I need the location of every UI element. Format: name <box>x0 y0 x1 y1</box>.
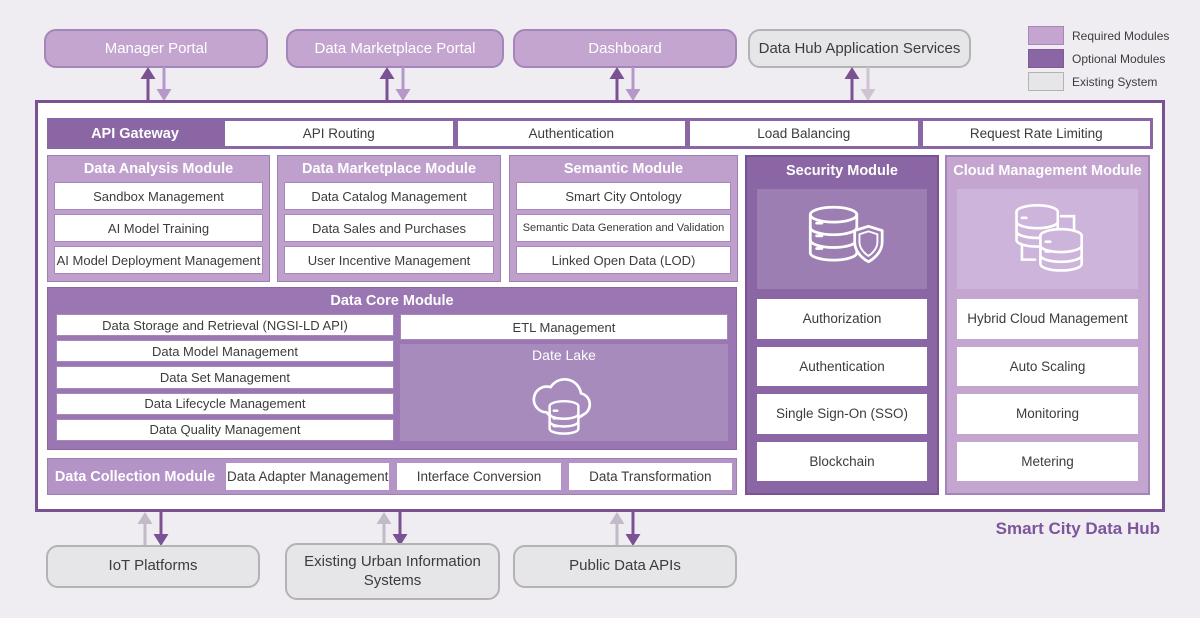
existing-urban-systems-label: Existing Urban Information Systems <box>304 552 481 589</box>
data-sales-purchases-box: Data Sales and Purchases <box>284 214 494 242</box>
database-shield-icon <box>808 205 884 264</box>
iot-platforms-label: IoT Platforms <box>108 557 198 575</box>
metering-box: Metering <box>957 441 1138 481</box>
legend-optional-label: Optional Modules <box>1072 51 1166 66</box>
sandbox-management-box: Sandbox Management <box>54 182 263 210</box>
legend-required-label: Required Modules <box>1072 28 1170 43</box>
arrow-pair-dashboard <box>609 67 641 101</box>
arrow-pair-manager <box>140 67 172 101</box>
data-lake-panel: Date Lake <box>399 344 728 441</box>
data-collection-module-label: Data Collection Module <box>54 468 216 485</box>
cloud-management-module-title: Cloud Management Module <box>953 163 1142 179</box>
stacked-servers-icon <box>1014 204 1083 272</box>
legend-existing-label: Existing System <box>1072 74 1158 89</box>
etl-management-box: ETL Management <box>399 314 728 340</box>
data-core-module-title: Data Core Module <box>330 293 454 309</box>
data-transformation-box: Data Transformation <box>568 463 732 490</box>
data-analysis-module-title: Data Analysis Module <box>83 161 234 177</box>
data-marketplace-module-title: Data Marketplace Module <box>301 161 477 177</box>
legend-required: Required Modules <box>1028 26 1169 45</box>
data-core-body: Data Storage and Retrieval (NGSI-LD API)… <box>48 314 736 449</box>
data-lake-label: Date Lake <box>532 346 596 363</box>
monitoring-box: Monitoring <box>957 394 1138 434</box>
legend-optional: Optional Modules <box>1028 49 1169 68</box>
linked-open-data-box: Linked Open Data (LOD) <box>516 246 731 274</box>
semantic-items: Smart City Ontology Semantic Data Genera… <box>510 182 737 281</box>
load-balancing-box: Load Balancing <box>690 121 918 146</box>
arrow-pair-app-services <box>844 67 876 101</box>
iot-platforms-box: IoT Platforms <box>46 545 260 588</box>
data-lifecycle-management-box: Data Lifecycle Management <box>56 392 394 415</box>
authorization-box: Authorization <box>757 299 927 339</box>
public-data-apis-box: Public Data APIs <box>513 545 737 588</box>
api-routing-box: API Routing <box>225 121 453 146</box>
api-gateway-label: API Gateway <box>91 125 179 142</box>
cloud-management-module: Cloud Management Module <box>945 155 1150 495</box>
data-model-management-box: Data Model Management <box>56 340 394 363</box>
arrow-pair-urban <box>376 512 408 546</box>
semantic-module-title: Semantic Module <box>563 161 684 177</box>
ai-model-training-box: AI Model Training <box>54 214 263 242</box>
security-module: Security Module Authorization Authentica… <box>745 155 939 495</box>
data-analysis-items: Sandbox Management AI Model Training AI … <box>48 182 269 281</box>
arrow-pair-marketplace <box>379 67 411 101</box>
arrow-pair-iot <box>137 512 169 546</box>
legend-optional-swatch <box>1028 49 1064 68</box>
security-module-title: Security Module <box>786 163 898 179</box>
portal-data-marketplace: Data Marketplace Portal <box>286 29 504 68</box>
hybrid-cloud-management-box: Hybrid Cloud Management <box>957 299 1138 339</box>
portal-dashboard: Dashboard <box>513 29 737 68</box>
data-catalog-management-box: Data Catalog Management <box>284 182 494 210</box>
interface-conversion-box: Interface Conversion <box>397 463 561 490</box>
portal-manager: Manager Portal <box>44 29 268 68</box>
legend-required-swatch <box>1028 26 1064 45</box>
existing-urban-systems-box: Existing Urban Information Systems <box>285 543 500 600</box>
portal-dashboard-label: Dashboard <box>588 40 662 57</box>
api-gateway-bar: API Gateway API Routing Authentication L… <box>47 118 1153 149</box>
cloud-database-icon <box>532 377 592 435</box>
auto-scaling-box: Auto Scaling <box>957 346 1138 386</box>
portal-data-hub-app-services-label: Data Hub Application Services <box>758 40 961 57</box>
portal-data-hub-app-services: Data Hub Application Services <box>748 29 971 68</box>
data-quality-management-box: Data Quality Management <box>56 418 394 442</box>
data-core-module: Data Core Module Data Storage and Retrie… <box>47 287 737 450</box>
legend-existing-swatch <box>1028 72 1064 91</box>
request-rate-limiting-box: Request Rate Limiting <box>922 121 1150 146</box>
legend: Required Modules Optional Modules Existi… <box>1028 26 1169 95</box>
data-core-right: ETL Management Date Lake <box>399 314 728 441</box>
data-analysis-module: Data Analysis Module Sandbox Management … <box>47 155 270 282</box>
diagram-caption: Smart City Data Hub <box>995 519 1160 538</box>
security-items: Authorization Authentication Single Sign… <box>747 299 937 493</box>
security-icon-panel <box>757 189 927 289</box>
data-core-left-items: Data Storage and Retrieval (NGSI-LD API)… <box>56 314 394 442</box>
authentication-box-security: Authentication <box>757 346 927 386</box>
semantic-data-generation-box: Semantic Data Generation and Validation <box>516 214 731 242</box>
data-set-management-box: Data Set Management <box>56 366 394 389</box>
smart-city-data-hub-box: API Gateway API Routing Authentication L… <box>35 100 1165 512</box>
legend-existing: Existing System <box>1028 72 1169 91</box>
user-incentive-management-box: User Incentive Management <box>284 246 494 274</box>
blockchain-box: Blockchain <box>757 441 927 481</box>
authentication-box: Authentication <box>457 121 685 146</box>
data-adapter-management-box: Data Adapter Management <box>226 463 390 490</box>
data-collection-module: Data Collection Module Data Adapter Mana… <box>47 458 737 495</box>
ai-model-deployment-box: AI Model Deployment Management <box>54 246 263 274</box>
cloud-management-items: Hybrid Cloud Management Auto Scaling Mon… <box>947 299 1148 493</box>
public-data-apis-label: Public Data APIs <box>569 557 681 575</box>
portal-manager-label: Manager Portal <box>104 40 208 57</box>
semantic-module: Semantic Module Smart City Ontology Sema… <box>509 155 738 282</box>
cloud-management-icon-panel <box>957 189 1138 289</box>
data-storage-retrieval-box: Data Storage and Retrieval (NGSI-LD API) <box>56 314 394 337</box>
single-sign-on-box: Single Sign-On (SSO) <box>757 394 927 434</box>
data-marketplace-items: Data Catalog Management Data Sales and P… <box>278 182 500 281</box>
data-marketplace-module: Data Marketplace Module Data Catalog Man… <box>277 155 501 282</box>
portal-data-marketplace-label: Data Marketplace Portal <box>314 40 476 57</box>
smart-city-ontology-box: Smart City Ontology <box>516 182 731 210</box>
arrow-pair-public-apis <box>609 512 641 546</box>
